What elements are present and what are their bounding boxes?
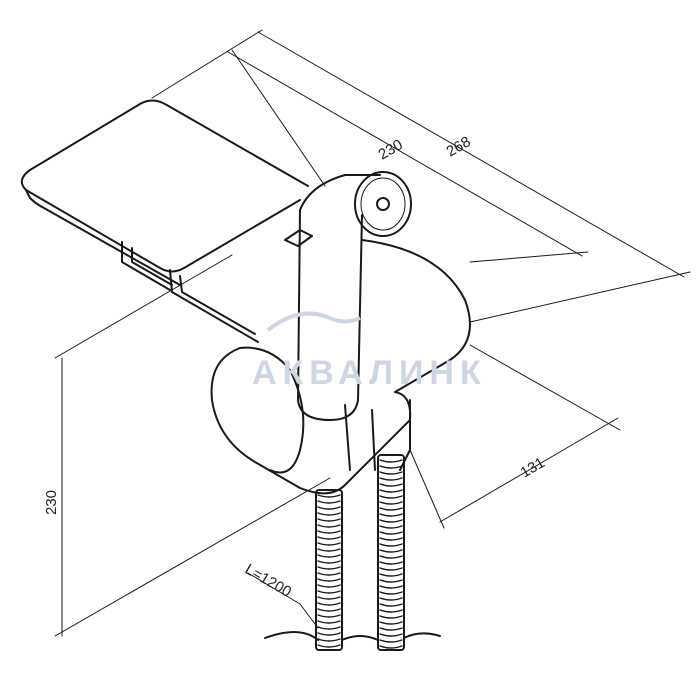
- hoses: [264, 454, 441, 651]
- watermark-wave-icon: [266, 311, 361, 332]
- shower-head: [354, 171, 412, 237]
- dim-131-line: [439, 417, 619, 523]
- dimension-lines: [54, 29, 691, 637]
- hose-leader-line: [247, 572, 319, 629]
- dim-label-230-top: 230: [376, 136, 406, 163]
- shelf: [20, 99, 309, 343]
- watermark-text: АКВАЛИНК: [252, 354, 487, 392]
- lever: [284, 229, 313, 247]
- watermark: АКВАЛИНК: [252, 311, 487, 392]
- dim-230-line: [227, 51, 583, 257]
- dim-label-hose-length: L=1200: [242, 561, 294, 601]
- dim-label-268: 268: [444, 133, 474, 160]
- dim-label-230-height: 230: [43, 490, 60, 515]
- dim-label-131: 131: [518, 454, 548, 481]
- mixer-body: [210, 171, 471, 495]
- dim-268-line: [257, 31, 685, 278]
